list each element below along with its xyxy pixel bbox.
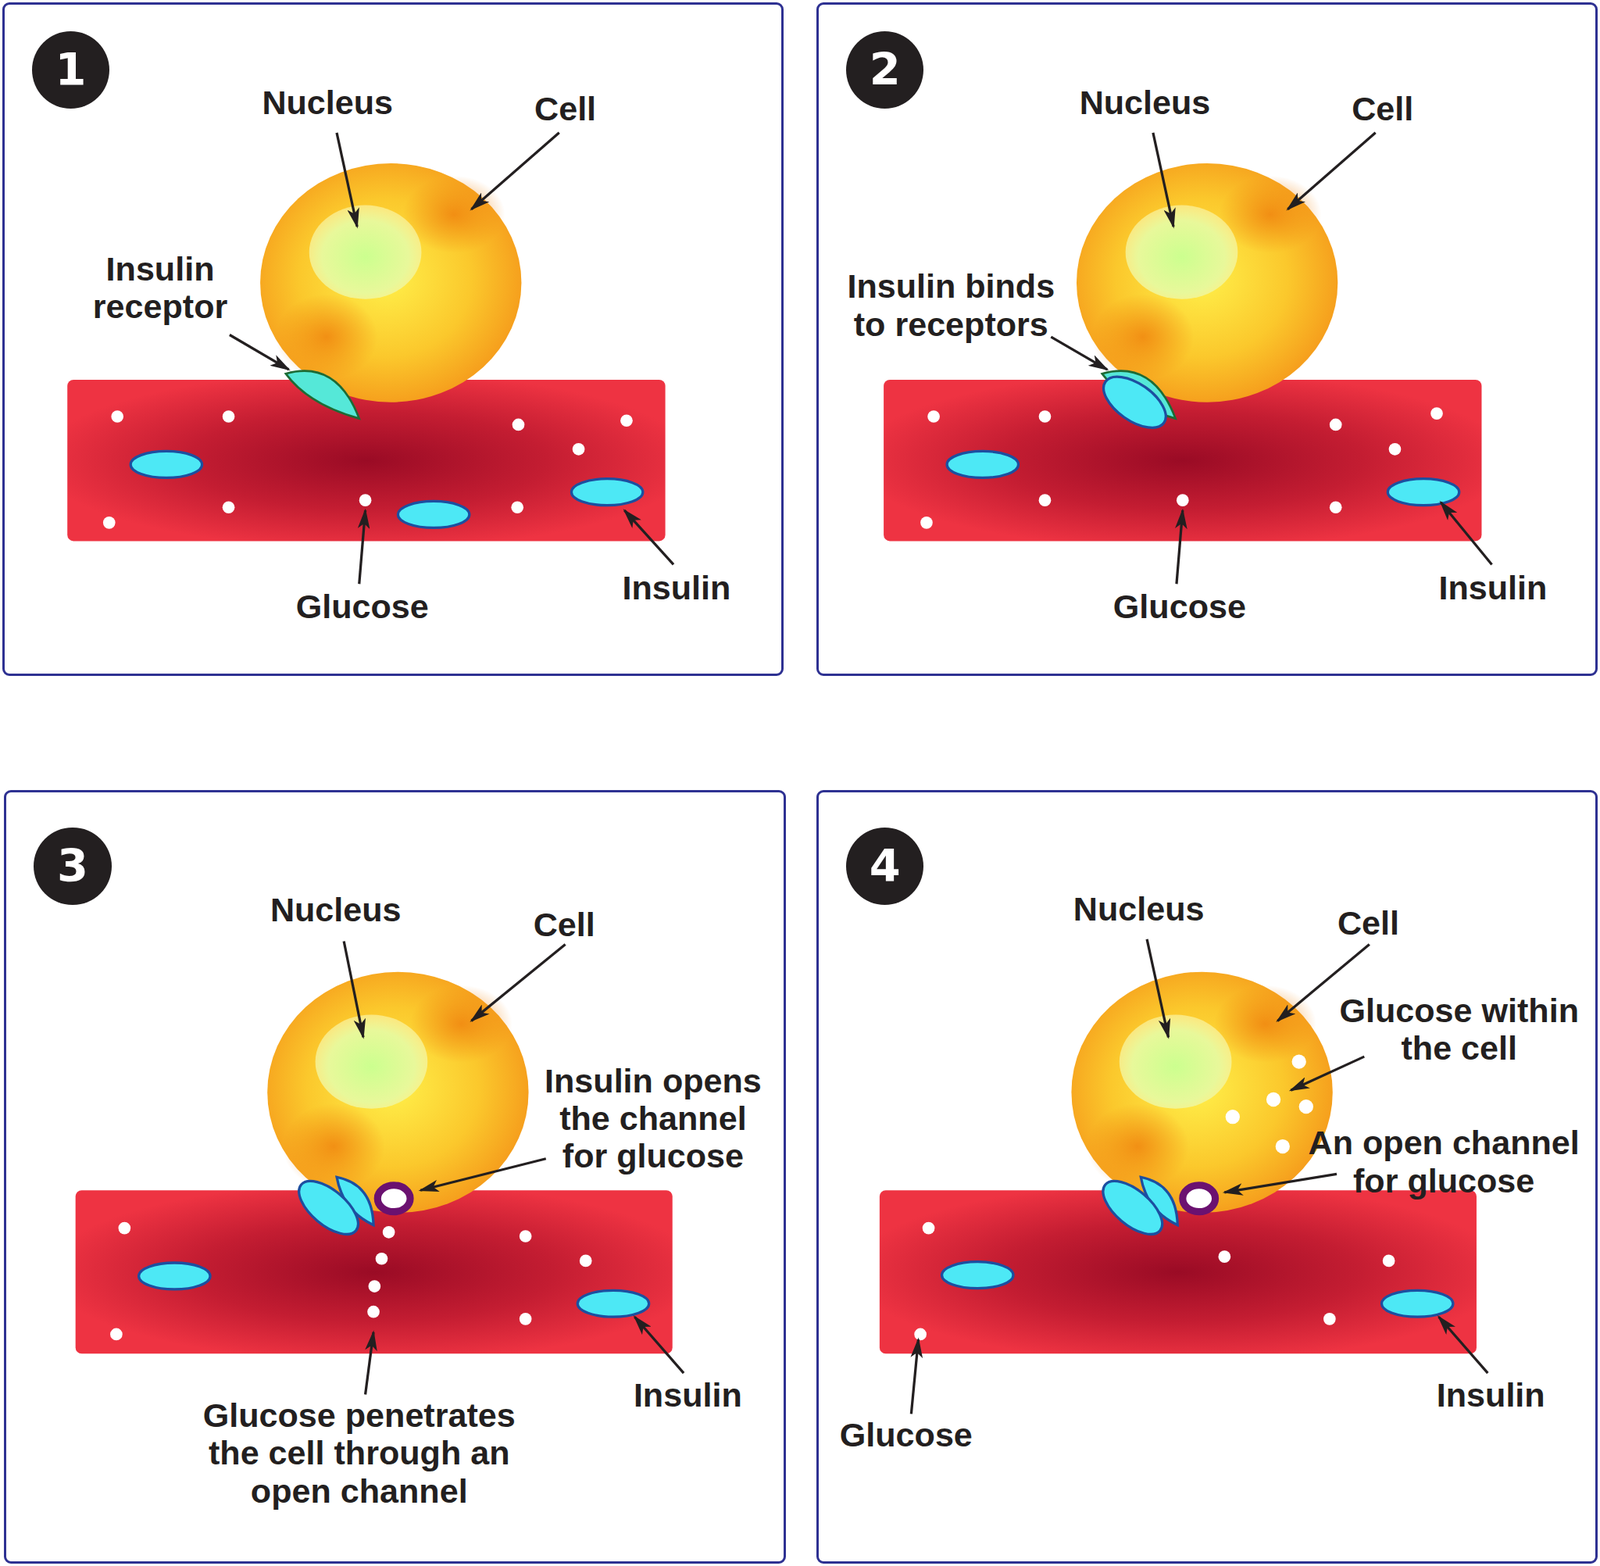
callout-number: 2 (846, 31, 924, 109)
part-label: Insulin receptor (75, 250, 245, 326)
part-label: Insulin opens the channel for glucose (534, 1061, 772, 1175)
part-label: Nucleus (1022, 83, 1268, 122)
part-label: Cell (462, 905, 667, 943)
part-label: Cell (1266, 903, 1471, 942)
part-label: Cell (1280, 89, 1485, 128)
part-label: Insulin (1390, 568, 1595, 607)
part-label: Glucose penetrates the cell through an o… (193, 1396, 525, 1510)
part-label: Cell (463, 89, 668, 128)
part-label: Glucose (1057, 587, 1302, 625)
part-label: Glucose within the cell (1330, 991, 1588, 1068)
part-label: Nucleus (1016, 889, 1261, 928)
part-label: Insulin (585, 1375, 790, 1414)
part-label: Nucleus (205, 83, 450, 122)
callout-number: 4 (846, 827, 924, 905)
part-label: Glucose (239, 587, 485, 625)
callout-number: 1 (32, 31, 110, 109)
part-label: Insulin (1389, 1375, 1593, 1414)
part-label: An open channel for glucose (1302, 1123, 1586, 1200)
callout-number: 3 (33, 827, 111, 905)
part-label: Glucose (783, 1415, 1029, 1454)
part-label: Nucleus (213, 890, 458, 929)
part-label: Insulin (574, 568, 779, 607)
part-label: Insulin binds to receptors (835, 267, 1067, 343)
